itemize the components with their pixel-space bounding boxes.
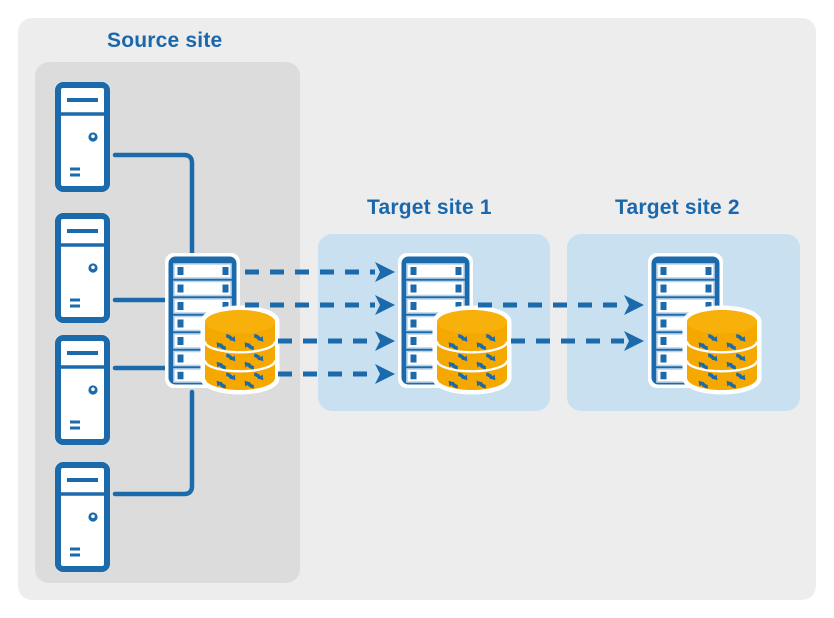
link-ws4-to-server <box>112 389 195 497</box>
target-site-1-title: Target site 1 <box>367 196 492 219</box>
replication-arrow-s-t1-2 <box>245 295 395 315</box>
source-database[interactable] <box>205 310 275 390</box>
source-site-title: Source site <box>107 29 223 52</box>
replication-arrow-s-t1-4 <box>278 364 395 384</box>
replication-arrow-t1-t2-1 <box>478 295 644 315</box>
replication-arrow-s-t1-3 <box>278 331 395 351</box>
target1-database[interactable] <box>437 310 507 390</box>
replication-arrow-s-t1-1 <box>245 262 395 282</box>
workstation-3[interactable] <box>55 335 110 445</box>
replication-arrow-t1-t2-2 <box>511 331 644 351</box>
workstation-1[interactable] <box>55 82 110 192</box>
target-site-2-title: Target site 2 <box>615 196 740 219</box>
target2-database[interactable] <box>687 310 757 390</box>
workstation-2[interactable] <box>55 213 110 323</box>
workstation-4[interactable] <box>55 462 110 572</box>
link-ws1-to-server <box>112 152 195 256</box>
